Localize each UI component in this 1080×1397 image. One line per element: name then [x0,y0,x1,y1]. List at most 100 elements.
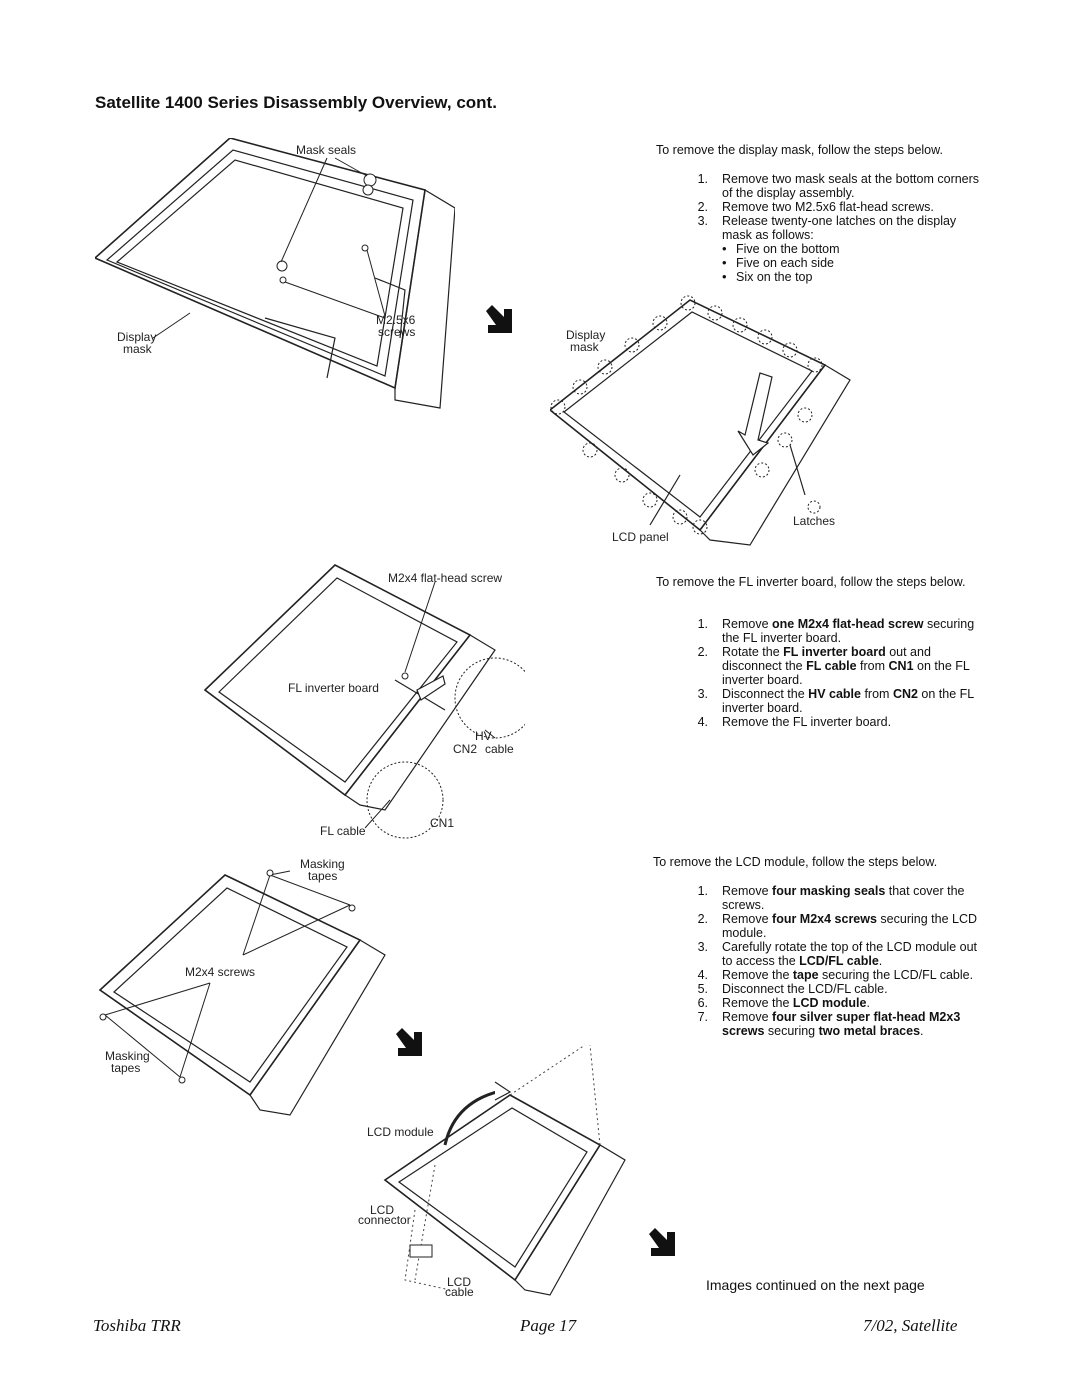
step-text: Disconnect the LCD/FL cable. [722,982,888,996]
bullet-item: Six on the top [722,270,988,284]
step-text: . [866,996,870,1010]
section1-steps: 1.Remove two mask seals at the bottom co… [688,172,988,284]
step-text: securing the FL inverter board. [722,617,975,645]
masking-tapes-figure: Masking tapes M2x4 screws Masking tapes [98,857,386,1116]
fl-inverter-board-figure: M2x4 flat-head screw FL inverter board H… [203,564,525,839]
step-number: 3. [697,940,708,954]
bullet-item: Five on the bottom [722,242,988,256]
step-item: 4. Remove the tape securing the LCD/FL ca… [688,968,988,982]
step-text: Rotate the [722,645,784,659]
step-number: 1. [697,617,708,631]
label-lcd-cable: cable [445,1285,474,1299]
section3-steps: 1. Remove four masking seals that cover t… [688,884,988,1038]
bullet-item: Five on each side [722,256,988,270]
step-number: 3. [697,687,708,701]
label-masking-1: Masking [300,857,345,871]
display-mask-seals-figure: Mask seals Display mask M2.5x6 screws [95,138,455,409]
step-emphasis: FL cable [806,659,857,673]
label-fl-inverter-board: FL inverter board [288,681,379,695]
label-tapes-2: tapes [111,1061,140,1075]
step-item: 7. Remove four silver super flat-head M2x… [688,1010,988,1038]
footer-right: 7/02, Satellite [863,1316,958,1335]
step-text: . [920,1024,924,1038]
next-step-arrow-icon [486,305,512,333]
section2-steps: 1.Remove one M2x4 flat-head screw securi… [688,617,988,729]
label-lcd-module: LCD module [367,1125,434,1139]
step-text: on the FL inverter board. [722,687,974,715]
step-item: 4. Remove the FL inverter board. [688,715,988,729]
step-text: Remove [722,912,773,926]
step-text: out and disconnect the [722,645,931,673]
step-number: 5. [697,982,708,996]
step-text: Remove two mask seals at the bottom corn… [722,172,980,200]
step-number: 1. [697,884,708,898]
label-mask-2: mask [570,340,600,354]
step-text: on the FL inverter board. [722,659,970,687]
label-screws: screws [378,325,415,339]
step-text: securing [764,1024,819,1038]
step-number: 4. [697,968,708,982]
label-lcd-panel: LCD panel [612,530,669,544]
label-display: Display [117,330,156,344]
step-number: 6. [697,996,708,1010]
footer-left: Toshiba TRR [93,1316,181,1335]
step-number: 7. [697,1010,708,1024]
label-screw-size: M2.5x6 [376,313,416,327]
label-connector: connector [358,1213,411,1227]
lcd-module-figure: LCD module LCD connector LCD cable [358,1044,626,1299]
step-item: 1.Remove two mask seals at the bottom co… [688,172,988,200]
step-emphasis: four M2x4 screws [772,912,877,926]
label-tapes-1: tapes [308,869,337,883]
step-text: Remove the [722,968,793,982]
step-number: 2. [697,645,708,659]
step-number: 2. [697,200,708,214]
step-emphasis: LCD/FL cable [799,954,879,968]
footer-page-number: Page 17 [520,1316,577,1335]
step-text: Remove the FL inverter board. [722,715,892,729]
step-text: Remove [722,617,773,631]
step-number: 4. [697,715,708,729]
step-item: 3.Disconnect the HV cable from CN2 on th… [688,687,988,715]
label-display-2: Display [566,328,605,342]
step-emphasis: HV cable [808,687,861,701]
step-text: that cover the screws. [722,884,965,912]
label-hv: HV [475,729,492,743]
next-step-arrow-icon-2 [396,1028,422,1056]
step-emphasis: four masking seals [772,884,886,898]
label-masking-2: Masking [105,1049,150,1063]
step-item: 3. Carefully rotate the top of the LCD mo… [688,940,988,968]
step-item: 1. Remove four masking seals that cover t… [688,884,988,912]
step-emphasis: tape [792,968,819,982]
step-emphasis: CN1 [888,659,914,673]
step-text: securing the LCD/FL cable. [818,968,974,982]
label-m2x4-screws: M2x4 screws [185,965,255,979]
display-mask-latches-figure: Display mask LCD panel Latches [550,295,851,546]
label-cable: cable [485,742,514,756]
step-emphasis: LCD module [792,996,867,1010]
label-mask: mask [123,342,153,356]
label-mask-seals: Mask seals [296,143,356,157]
step-text: Remove two M2.5x6 flat-head screws. [722,200,934,214]
step-text: Remove [722,1010,773,1024]
label-lcd-2: LCD [447,1275,471,1289]
step-text: from [856,659,889,673]
page-title: Satellite 1400 Series Disassembly Overvi… [95,93,497,112]
step-emphasis: CN2 [892,687,918,701]
label-cn2: CN2 [453,742,477,756]
step-text: . [878,954,883,968]
step-item: 3.Release twenty-one latches on the disp… [688,214,988,284]
step-item: 5. Disconnect the LCD/FL cable. [688,982,988,996]
step-text: Carefully rotate the top of the LCD modu… [722,940,978,968]
continued-note: Images continued on the next page [706,1277,925,1293]
step-text: Remove [722,884,773,898]
step-text: from [860,687,893,701]
label-lcd-1: LCD [370,1203,394,1217]
step-emphasis: four silver super flat-head M2x3 screws [722,1010,961,1038]
latch-bullet-list: Five on the bottomFive on each sideSix o… [722,242,988,284]
label-latches: Latches [793,514,835,528]
step-number: 2. [697,912,708,926]
section1-intro: To remove the display mask, follow the s… [656,143,943,157]
label-fl-cable: FL cable [320,824,366,838]
step-item: 2. Remove two M2.5x6 flat-head screws. [688,200,988,214]
section3-intro: To remove the LCD module, follow the ste… [653,855,938,869]
